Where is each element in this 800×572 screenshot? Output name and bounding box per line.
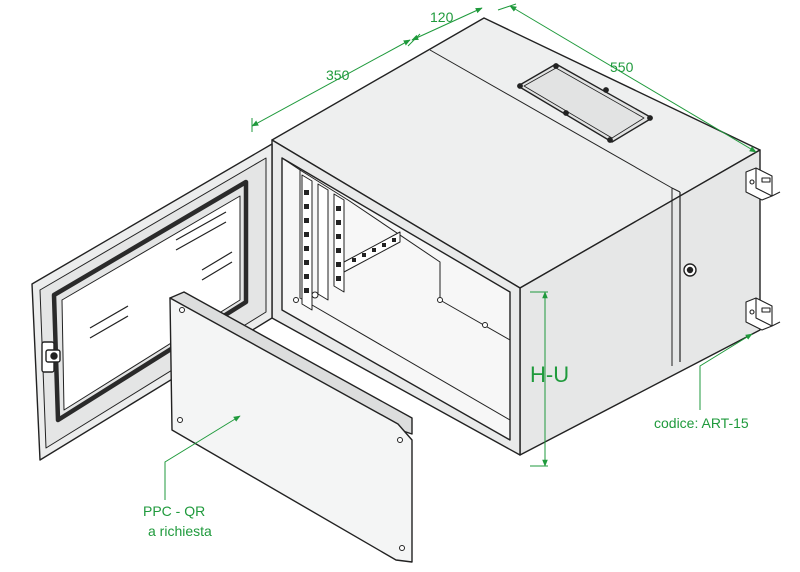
panel-plate xyxy=(169,297,413,563)
removable-panel xyxy=(169,291,413,563)
door-glass xyxy=(61,195,241,411)
door-handle xyxy=(41,341,61,373)
dimension-line-550 xyxy=(509,5,757,153)
leader-panel xyxy=(164,415,241,500)
wall-bracket-bottom xyxy=(745,297,781,331)
wall-bracket-top xyxy=(745,167,781,201)
dimension-line-350 xyxy=(251,39,411,127)
rack-rails xyxy=(293,174,488,328)
label-panel-code: PPC - QR xyxy=(143,503,205,519)
label-product-code: codice: ART-15 xyxy=(654,415,749,431)
dimension-line-120 xyxy=(411,7,483,41)
label-height: H-U xyxy=(530,362,569,387)
label-depth-front: 350 xyxy=(326,67,350,83)
label-width: 550 xyxy=(610,59,634,75)
label-panel-note: a richiesta xyxy=(148,523,212,539)
glass-door xyxy=(31,143,273,461)
leader-code xyxy=(699,333,753,410)
label-depth-rear: 120 xyxy=(430,9,454,25)
